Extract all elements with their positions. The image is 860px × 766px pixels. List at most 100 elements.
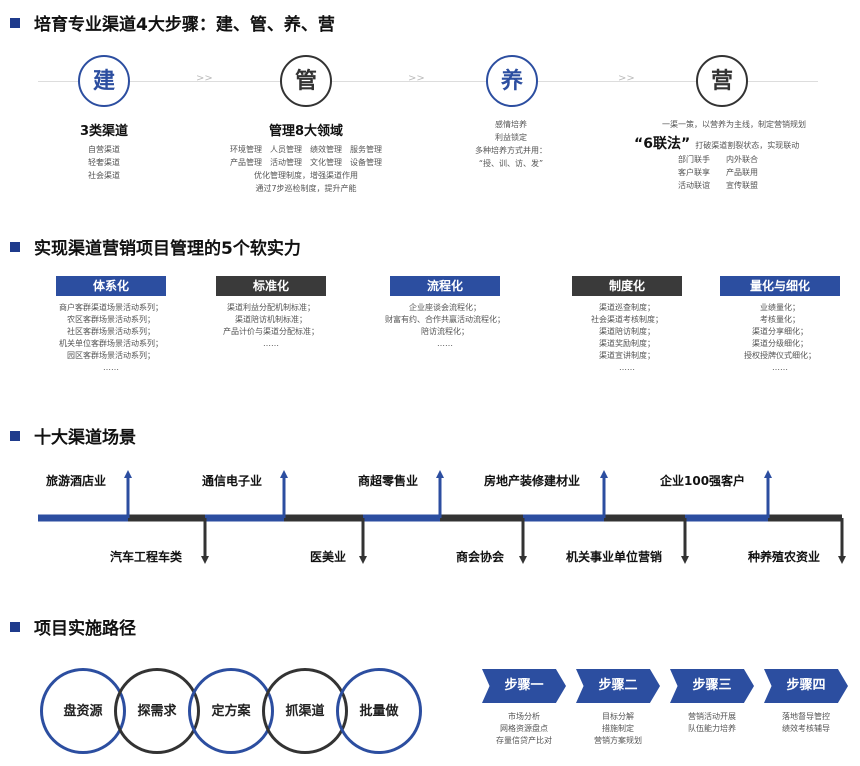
tag-process: 流程化 [390, 276, 500, 296]
tag-line: …… [772, 363, 788, 372]
col-yang-line: 利益锁定 [495, 133, 527, 142]
step-line: 存量信贷产比对 [496, 736, 552, 745]
scene-bottom-3: 商会协会 [456, 550, 505, 564]
scene-top-2: 通信电子业 [202, 474, 263, 488]
chevron-right-icon: >> [618, 73, 635, 84]
tag-line: 农区客群场景活动系列； [67, 315, 155, 324]
scene-bottom-5: 种养殖农资业 [748, 550, 821, 564]
col-jian-line: 社会渠道 [88, 171, 120, 180]
tag-col-1: 体系化 商户客群渠道场景活动系列； 农区客群场景活动系列； 社区客群场景活动系列… [36, 276, 186, 374]
scene-top-3: 商超零售业 [358, 474, 419, 488]
step-connector-line [38, 81, 818, 82]
tag-line: 渠道陪访机制标准； [235, 315, 307, 324]
scene-top-5: 企业100强客户 [660, 474, 746, 488]
tag-line: 陪访流程化； [421, 327, 469, 336]
col-guan-head: 管理8大领域 [268, 124, 344, 139]
tag-line: 渠道奖励制度； [599, 339, 655, 348]
circle-guan: 管 [280, 55, 332, 107]
scene-top-1: 旅游酒店业 [46, 474, 107, 488]
bullet-square-icon [10, 18, 20, 28]
col-jian: 3类渠道 自营渠道 轻奢渠道 社会渠道 [44, 120, 164, 182]
grid-item: 宣传联盟 [726, 181, 758, 190]
bullet-square-icon [10, 622, 20, 632]
chevron-right-icon: >> [408, 73, 425, 84]
col-guan-line: 产品管理 活动管理 文化管理 设备管理 [230, 158, 382, 167]
step-line: 市场分析 [508, 712, 540, 721]
six-link-desc: 打破渠道割裂状态，实现联动 [695, 141, 800, 150]
step-line: 落地督导管控 [782, 712, 830, 721]
col-guan-line: 环境管理 人员管理 绩效管理 服务管理 [230, 145, 382, 154]
col-guan-line: 优化管理制度，增强渠道作用 [254, 171, 358, 180]
bullet-square-icon [10, 242, 20, 252]
tag-line: …… [263, 339, 279, 348]
col-jian-line: 轻奢渠道 [88, 158, 120, 167]
tag-line: …… [437, 339, 453, 348]
step-four: 步骤四 [764, 669, 848, 703]
step-col-4: 步骤四 落地督导管控 绩效考核辅导 [764, 669, 856, 735]
tag-line: 渠道宣讲制度； [599, 351, 655, 360]
tag-line: 企业座谈会流程化； [409, 303, 481, 312]
step-col-2: 步骤二 目标分解 措施制定 营销方案规划 [576, 669, 668, 747]
tag-institution: 制度化 [572, 276, 682, 296]
tag-line: 业绩量化； [760, 303, 800, 312]
tag-line: …… [619, 363, 635, 372]
tag-line: 商户客群渠道场景活动系列； [59, 303, 163, 312]
grid-item: 活动联谊 [678, 181, 710, 190]
col-ying: 一渠一策，以营养为主线，制定营销规划 “6联法” 打破渠道割裂状态，实现联动 部… [634, 118, 834, 192]
grid-item: 内外联合 [726, 155, 758, 164]
step-three: 步骤三 [670, 669, 754, 703]
tag-line: 考核量化； [760, 315, 800, 324]
tag-line: 渠道利益分配机制标准； [227, 303, 315, 312]
section3-title: 十大渠道场景 [10, 423, 136, 448]
step-line: 营销活动开展 [688, 712, 736, 721]
col-yang-line: “授、训、访、发” [478, 159, 544, 168]
tag-line: 社区客群场景活动系列； [67, 327, 155, 336]
scene-top-4: 房地产装修建材业 [484, 474, 581, 488]
tag-standardization: 标准化 [216, 276, 326, 296]
tag-col-5: 量化与细化 业绩量化； 考核量化； 渠道分享细化； 渠道分级细化； 授权授牌仪式… [710, 276, 850, 374]
tag-line: 渠道分级细化； [752, 339, 808, 348]
col-ying-fa-row: “6联法” 打破渠道割裂状态，实现联动 [634, 133, 834, 153]
step-line: 目标分解 [602, 712, 634, 721]
col-yang: 感情培养 利益锁定 多种培养方式并用： “授、训、访、发” [446, 118, 576, 170]
step-line: 网格资源盘点 [500, 724, 548, 733]
tag-line: 渠道巡查制度； [599, 303, 655, 312]
six-link-grid: 部门联手 内外联合 客户联享 产品联用 活动联谊 宣传联盟 [678, 153, 788, 192]
six-link-method: “6联法” [634, 136, 691, 152]
step-two: 步骤二 [576, 669, 660, 703]
step-col-1: 步骤一 市场分析 网格资源盘点 存量信贷产比对 [482, 669, 574, 747]
tag-line: …… [103, 363, 119, 372]
col-ying-line1: 一渠一策，以营养为主线，制定营销规划 [662, 120, 806, 129]
scene-bottom-1: 汽车工程车类 [110, 550, 183, 564]
chevron-right-icon: >> [196, 73, 213, 84]
tag-line: 社会渠道考核制度； [591, 315, 663, 324]
section2-title: 实现渠道营销项目管理的5个软实力 [10, 234, 301, 259]
step-line: 措施制定 [602, 724, 634, 733]
circle-ying: 营 [696, 55, 748, 107]
bullet-square-icon [10, 431, 20, 441]
step-line: 绩效考核辅导 [782, 724, 830, 733]
circle-jian: 建 [78, 55, 130, 107]
tag-col-2: 标准化 渠道利益分配机制标准； 渠道陪访机制标准； 产品计价与渠道分配标准； …… [196, 276, 346, 350]
tag-line: 财富有约、合作共赢活动流程化； [385, 315, 505, 324]
grid-item: 客户联享 [678, 168, 710, 177]
col-yang-line: 多种培养方式并用： [475, 146, 547, 155]
col-guan-line: 通过7步巡检制度，提升产能 [255, 184, 357, 193]
scene-bottom-4: 机关事业单位营销 [566, 550, 663, 564]
grid-item: 产品联用 [726, 168, 758, 177]
col-jian-head: 3类渠道 [79, 124, 129, 139]
tag-col-3: 流程化 企业座谈会流程化； 财富有约、合作共赢活动流程化； 陪访流程化； …… [370, 276, 520, 350]
tag-col-4: 制度化 渠道巡查制度； 社会渠道考核制度； 渠道陪访制度； 渠道奖励制度； 渠道… [552, 276, 702, 374]
tag-line: 授权授牌仪式细化； [744, 351, 816, 360]
tag-line: 园区客群场景活动系列； [67, 351, 155, 360]
circle-yang: 养 [486, 55, 538, 107]
grid-item: 部门联手 [678, 155, 710, 164]
col-guan: 管理8大领域 环境管理 人员管理 绩效管理 服务管理 产品管理 活动管理 文化管… [206, 120, 406, 195]
tag-line: 渠道陪访制度； [599, 327, 655, 336]
col-yang-line: 感情培养 [495, 120, 527, 129]
tag-quantify: 量化与细化 [720, 276, 840, 296]
ring-batch: 批量做 [336, 668, 422, 754]
scene-timeline [38, 470, 846, 564]
tag-systematization: 体系化 [56, 276, 166, 296]
scene-bottom-2: 医美业 [310, 550, 347, 564]
